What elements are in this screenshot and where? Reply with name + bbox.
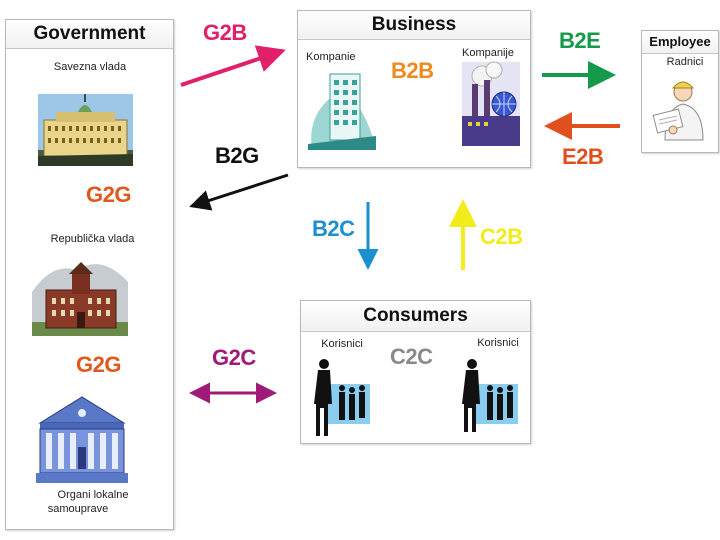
e2b-label: E2B: [562, 144, 604, 169]
g2b-label: G2B: [203, 20, 247, 45]
business-title: Business: [298, 11, 530, 40]
employee-worker-image: [652, 81, 704, 141]
business-left-label: Kompanie: [306, 51, 356, 63]
employee-title: Employee: [642, 31, 718, 54]
federal-government-label: Savezna vlada: [53, 61, 127, 73]
consumers-right-people-image: [462, 359, 518, 432]
g2g-lower-label: G2G: [76, 352, 121, 377]
b2e-label: B2E: [559, 28, 601, 53]
consumers-right-label: Korisnici: [477, 337, 519, 349]
federal-palace-image: [38, 94, 133, 166]
c2c-label: C2C: [390, 344, 433, 369]
local-government-building-image: [36, 396, 128, 483]
c2b-label: C2B: [480, 224, 523, 249]
g2g-upper-label: G2G: [86, 182, 131, 207]
company-factory-image: [462, 61, 520, 146]
b2c-label: B2C: [312, 216, 355, 241]
business-right-label: Kompanije: [462, 47, 514, 59]
local-government-label-line2: samouprave: [47, 503, 109, 515]
g2b-arrow: [180, 45, 286, 87]
consumers-left-people-image: [314, 359, 370, 436]
b2g-label: B2G: [215, 143, 259, 168]
consumers-title: Consumers: [301, 301, 530, 332]
republic-building-image: [32, 262, 128, 336]
b2b-label: B2B: [391, 58, 434, 83]
employee-label: Radnici: [666, 56, 704, 68]
local-government-label-line1: Organi lokalne: [57, 489, 129, 501]
republic-government-label: Republička vlada: [50, 233, 135, 245]
g2c-label: G2C: [212, 345, 256, 370]
government-title: Government: [6, 20, 173, 49]
company-office-image: [308, 73, 376, 150]
b2g-arrow: [189, 173, 289, 211]
consumers-left-label: Korisnici: [321, 338, 363, 350]
